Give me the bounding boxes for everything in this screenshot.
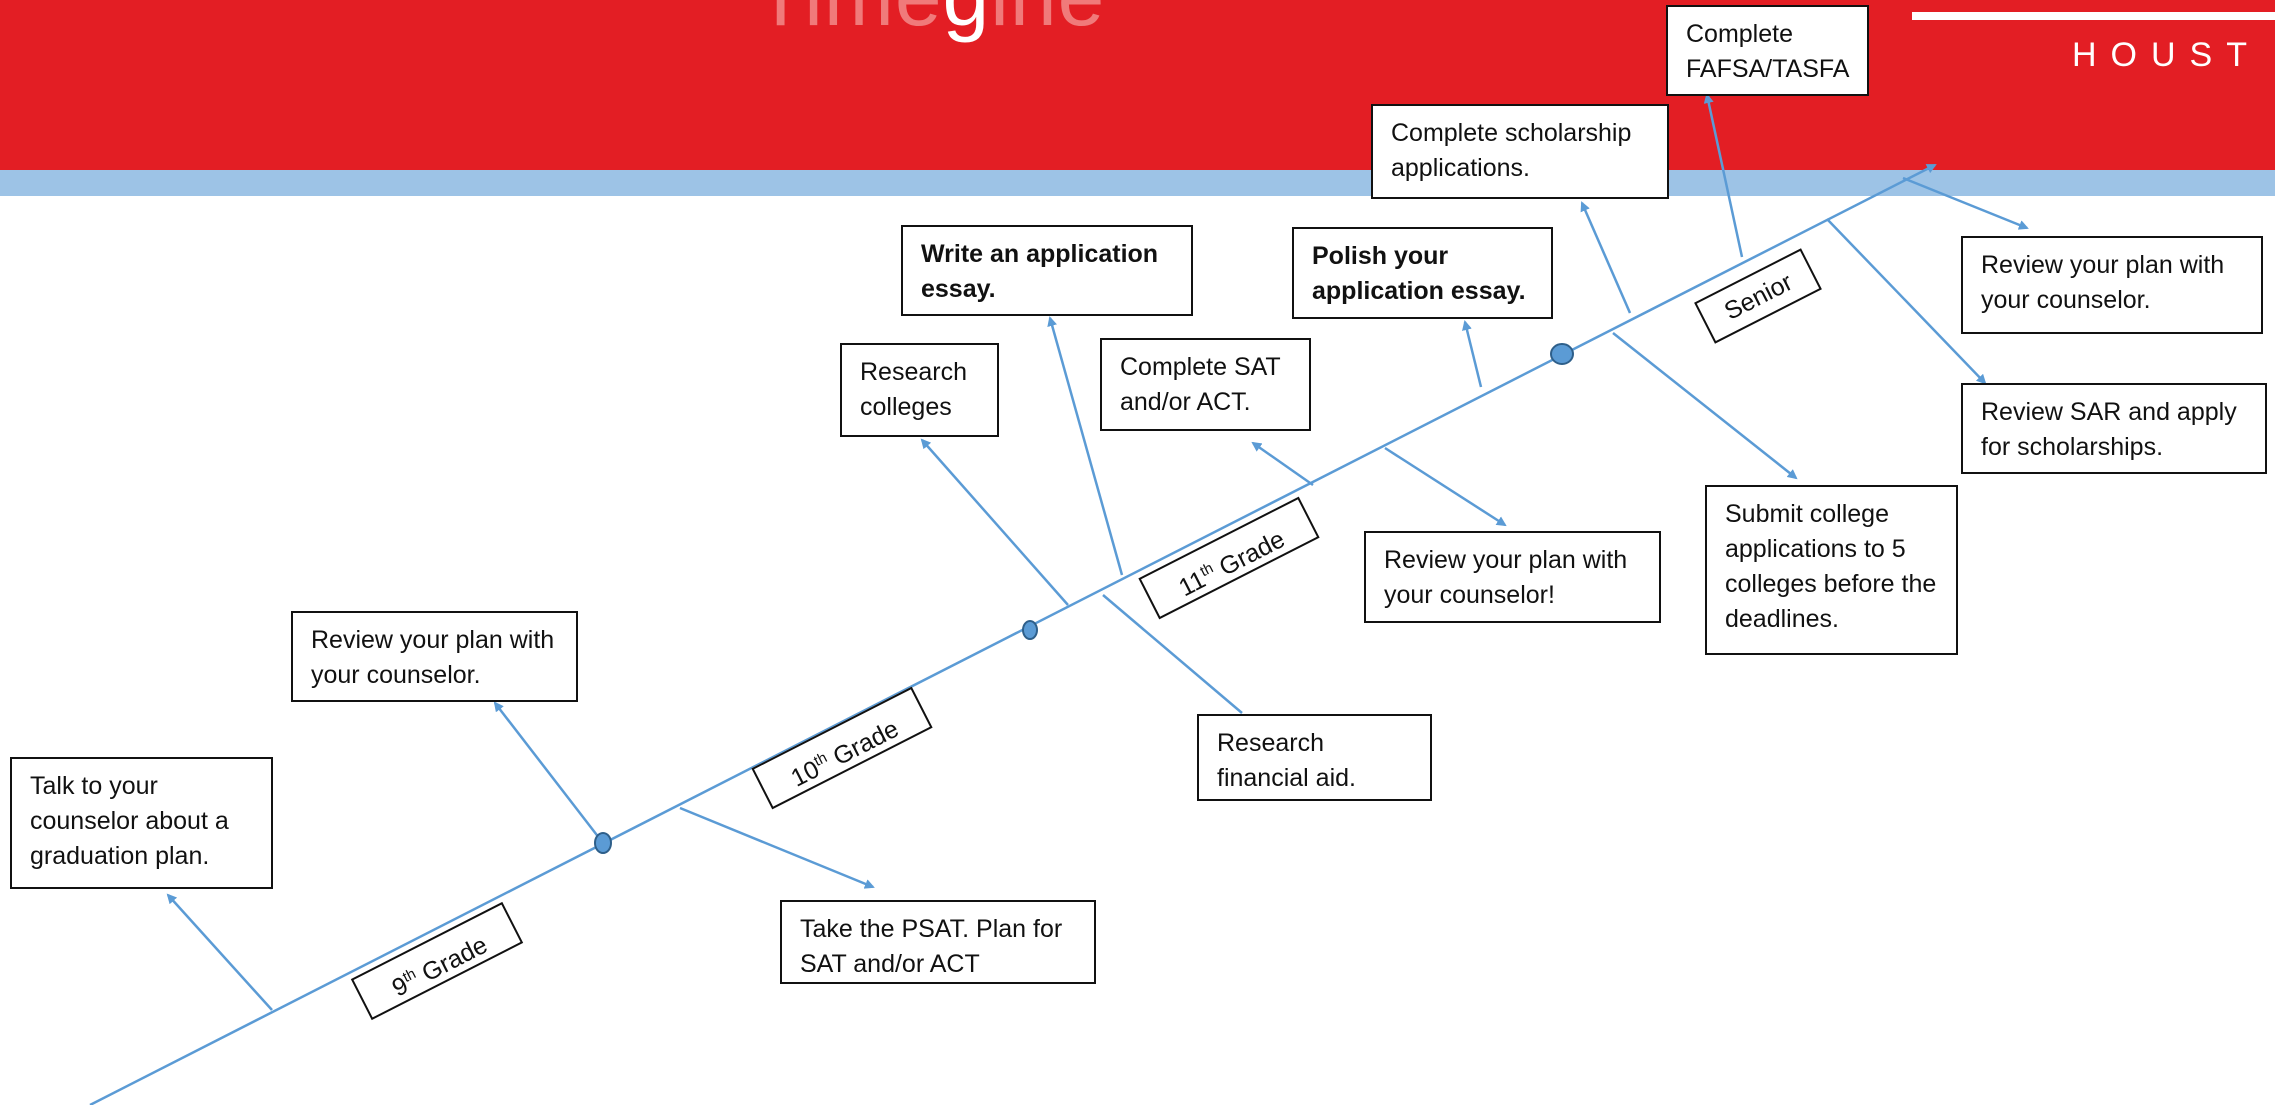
step-polish-essay: Polish your application essay. <box>1292 227 1553 319</box>
page-title: Timegine <box>755 0 1105 45</box>
milestone-dot-9th <box>594 832 612 854</box>
step-research-colleges: Research colleges <box>840 343 999 437</box>
connector-polish-essay <box>1462 320 1483 388</box>
step-review-plan-1: Review your plan with your counselor. <box>291 611 578 702</box>
connector-talk-counselor <box>166 893 273 1011</box>
milestone-dot-10th <box>1022 620 1038 640</box>
step-talk-counselor: Talk to your counselor about a graduatio… <box>10 757 273 889</box>
step-review-plan-3: Review your plan with your counselor. <box>1961 236 2263 334</box>
step-submit-apps: Submit college applications to 5 college… <box>1705 485 1958 655</box>
connector-research-aid <box>1102 594 1243 714</box>
step-research-aid: Research financial aid. <box>1197 714 1432 801</box>
connector-write-essay <box>1047 316 1124 576</box>
connector-complete-scholarship <box>1580 201 1632 314</box>
step-take-psat: Take the PSAT. Plan for SAT and/or ACT <box>780 900 1096 984</box>
step-write-essay: Write an application essay. <box>901 225 1193 316</box>
step-complete-scholarship: Complete scholarship applications. <box>1371 104 1669 199</box>
step-review-sar: Review SAR and apply for scholarships. <box>1961 383 2267 474</box>
header-banner <box>0 0 2275 170</box>
header-stripe <box>0 170 2275 196</box>
logo-mark <box>1912 12 2275 20</box>
connector-take-psat <box>679 806 875 889</box>
connector-complete-fafsa <box>1703 93 1744 258</box>
connector-submit-apps <box>1612 332 1798 480</box>
step-complete-sat: Complete SAT and/or ACT. <box>1100 338 1311 431</box>
connector-complete-sat <box>1251 441 1314 487</box>
connector-review-plan-3 <box>1902 176 2029 230</box>
connector-review-plan-1 <box>493 701 604 844</box>
milestone-dot-11th <box>1550 343 1574 365</box>
connector-review-plan-2 <box>1384 446 1507 527</box>
connector-review-sar <box>1826 218 1987 385</box>
step-review-plan-2: Review your plan with your counselor! <box>1364 531 1661 623</box>
logo-text: HOUST <box>2072 36 2261 74</box>
timeline-axis <box>89 163 1937 1105</box>
connector-research-colleges <box>920 438 1069 606</box>
step-complete-fafsa: Complete FAFSA/TASFA <box>1666 5 1869 96</box>
